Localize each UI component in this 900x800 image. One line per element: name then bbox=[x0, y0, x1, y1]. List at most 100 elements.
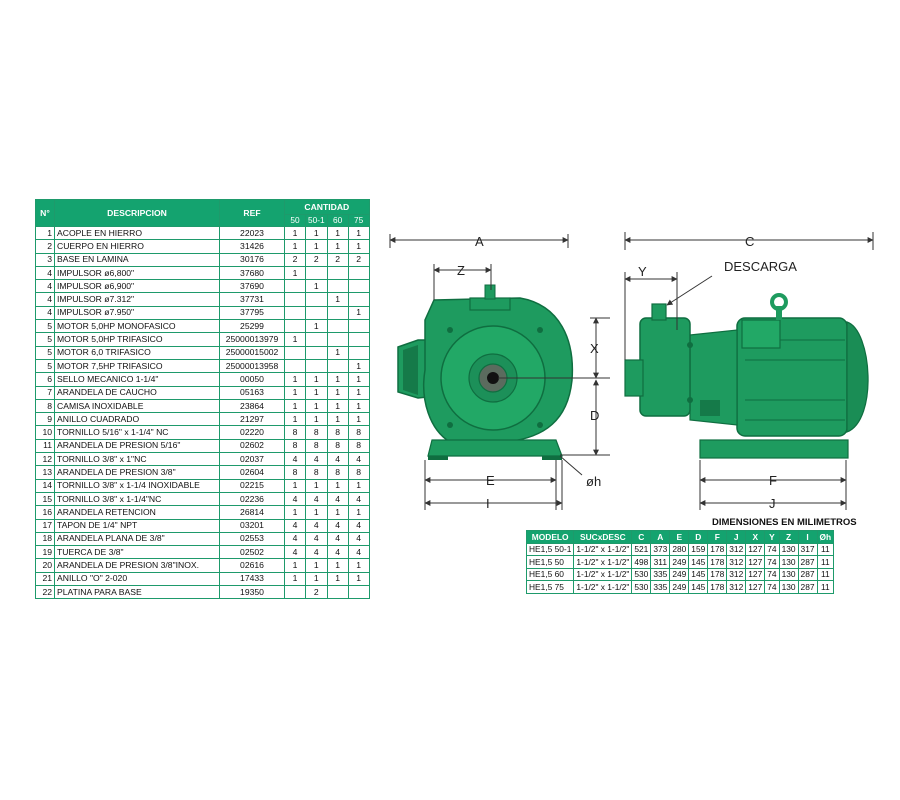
pump-front-view bbox=[397, 284, 574, 460]
dim-header: D bbox=[688, 530, 709, 544]
part-qty: 1 bbox=[284, 505, 306, 520]
dim-header: J bbox=[726, 530, 747, 544]
label-z: Z bbox=[457, 263, 465, 278]
label-e: E bbox=[486, 473, 495, 488]
dim-cell: 11 bbox=[816, 580, 835, 594]
part-qty: 8 bbox=[284, 438, 306, 454]
dim-cell: 249 bbox=[669, 580, 690, 594]
dim-cell: 312 bbox=[726, 567, 747, 581]
dim-cell: 127 bbox=[745, 567, 766, 581]
dim-cell: 127 bbox=[745, 580, 766, 594]
label-d: D bbox=[590, 408, 599, 423]
dim-cell: 130 bbox=[778, 567, 799, 581]
dimensions-title: DIMENSIONES EN MILIMETROS bbox=[712, 517, 857, 528]
dim-header: C bbox=[631, 530, 652, 544]
part-qty bbox=[284, 585, 306, 600]
dim-cell: 1-1/2" x 1-1/2" bbox=[573, 542, 633, 556]
dim-cell: 145 bbox=[688, 580, 709, 594]
part-qty: 8 bbox=[347, 465, 370, 480]
label-c: C bbox=[745, 234, 754, 249]
dim-cell: 178 bbox=[707, 567, 728, 581]
dim-cell: 145 bbox=[688, 555, 709, 569]
dim-cell: 178 bbox=[707, 580, 728, 594]
dim-cell: 178 bbox=[707, 555, 728, 569]
dim-header: E bbox=[669, 530, 690, 544]
dim-header: SUCxDESC bbox=[573, 530, 633, 544]
dim-cell: 335 bbox=[650, 580, 671, 594]
dim-cell: 74 bbox=[764, 542, 780, 556]
dim-cell: 287 bbox=[797, 555, 818, 569]
dim-cell: 280 bbox=[669, 542, 690, 556]
part-qty bbox=[347, 585, 370, 600]
dim-cell: 312 bbox=[726, 580, 747, 594]
dim-cell: 11 bbox=[816, 567, 835, 581]
dim-cell: 311 bbox=[650, 555, 671, 569]
part-number: 22 bbox=[35, 585, 55, 600]
dim-header: A bbox=[650, 530, 671, 544]
dim-cell: 521 bbox=[631, 542, 652, 556]
header-desc: DESCRIPCION bbox=[54, 199, 220, 227]
header-qty-col: 50 bbox=[284, 214, 306, 227]
dim-header: Øh bbox=[816, 530, 835, 544]
dim-cell: 145 bbox=[688, 567, 709, 581]
dim-cell: 287 bbox=[797, 580, 818, 594]
dim-cell: 498 bbox=[631, 555, 652, 569]
dim-cell: 317 bbox=[797, 542, 818, 556]
label-descarga: DESCARGA bbox=[724, 259, 797, 274]
label-x: X bbox=[590, 341, 599, 356]
dim-cell: 312 bbox=[726, 542, 747, 556]
dim-cell: 74 bbox=[764, 555, 780, 569]
dim-cell: 1-1/2" x 1-1/2" bbox=[573, 555, 633, 569]
part-qty: 8 bbox=[284, 425, 306, 440]
dim-cell: 530 bbox=[631, 580, 652, 594]
part-qty: 1 bbox=[284, 265, 306, 281]
dim-cell: HE1,5 50 bbox=[525, 555, 575, 569]
dim-header: X bbox=[745, 530, 766, 544]
dim-cell: 159 bbox=[688, 542, 709, 556]
dim-cell: 249 bbox=[669, 567, 690, 581]
dim-header: I bbox=[797, 530, 818, 544]
dim-cell: 74 bbox=[764, 567, 780, 581]
label-i: I bbox=[486, 496, 490, 511]
dim-cell: 312 bbox=[726, 555, 747, 569]
part-qty: 1 bbox=[347, 505, 370, 520]
part-qty: 4 bbox=[284, 518, 306, 533]
dim-cell: 130 bbox=[778, 542, 799, 556]
front-dimensions bbox=[389, 234, 610, 510]
dim-cell: 1-1/2" x 1-1/2" bbox=[573, 567, 633, 581]
part-qty: 1 bbox=[284, 571, 306, 587]
pump-side-view bbox=[624, 293, 869, 459]
dim-cell: 11 bbox=[816, 555, 835, 569]
dim-cell: 178 bbox=[707, 542, 728, 556]
side-dimensions bbox=[624, 232, 874, 510]
part-qty: 1 bbox=[347, 239, 370, 254]
dim-cell: 335 bbox=[650, 567, 671, 581]
dim-cell: 1-1/2" x 1-1/2" bbox=[573, 580, 633, 594]
dim-header: F bbox=[707, 530, 728, 544]
dim-cell: 373 bbox=[650, 542, 671, 556]
dim-cell: 11 bbox=[816, 542, 835, 556]
dim-cell: 287 bbox=[797, 567, 818, 581]
part-qty: 2 bbox=[305, 585, 328, 600]
